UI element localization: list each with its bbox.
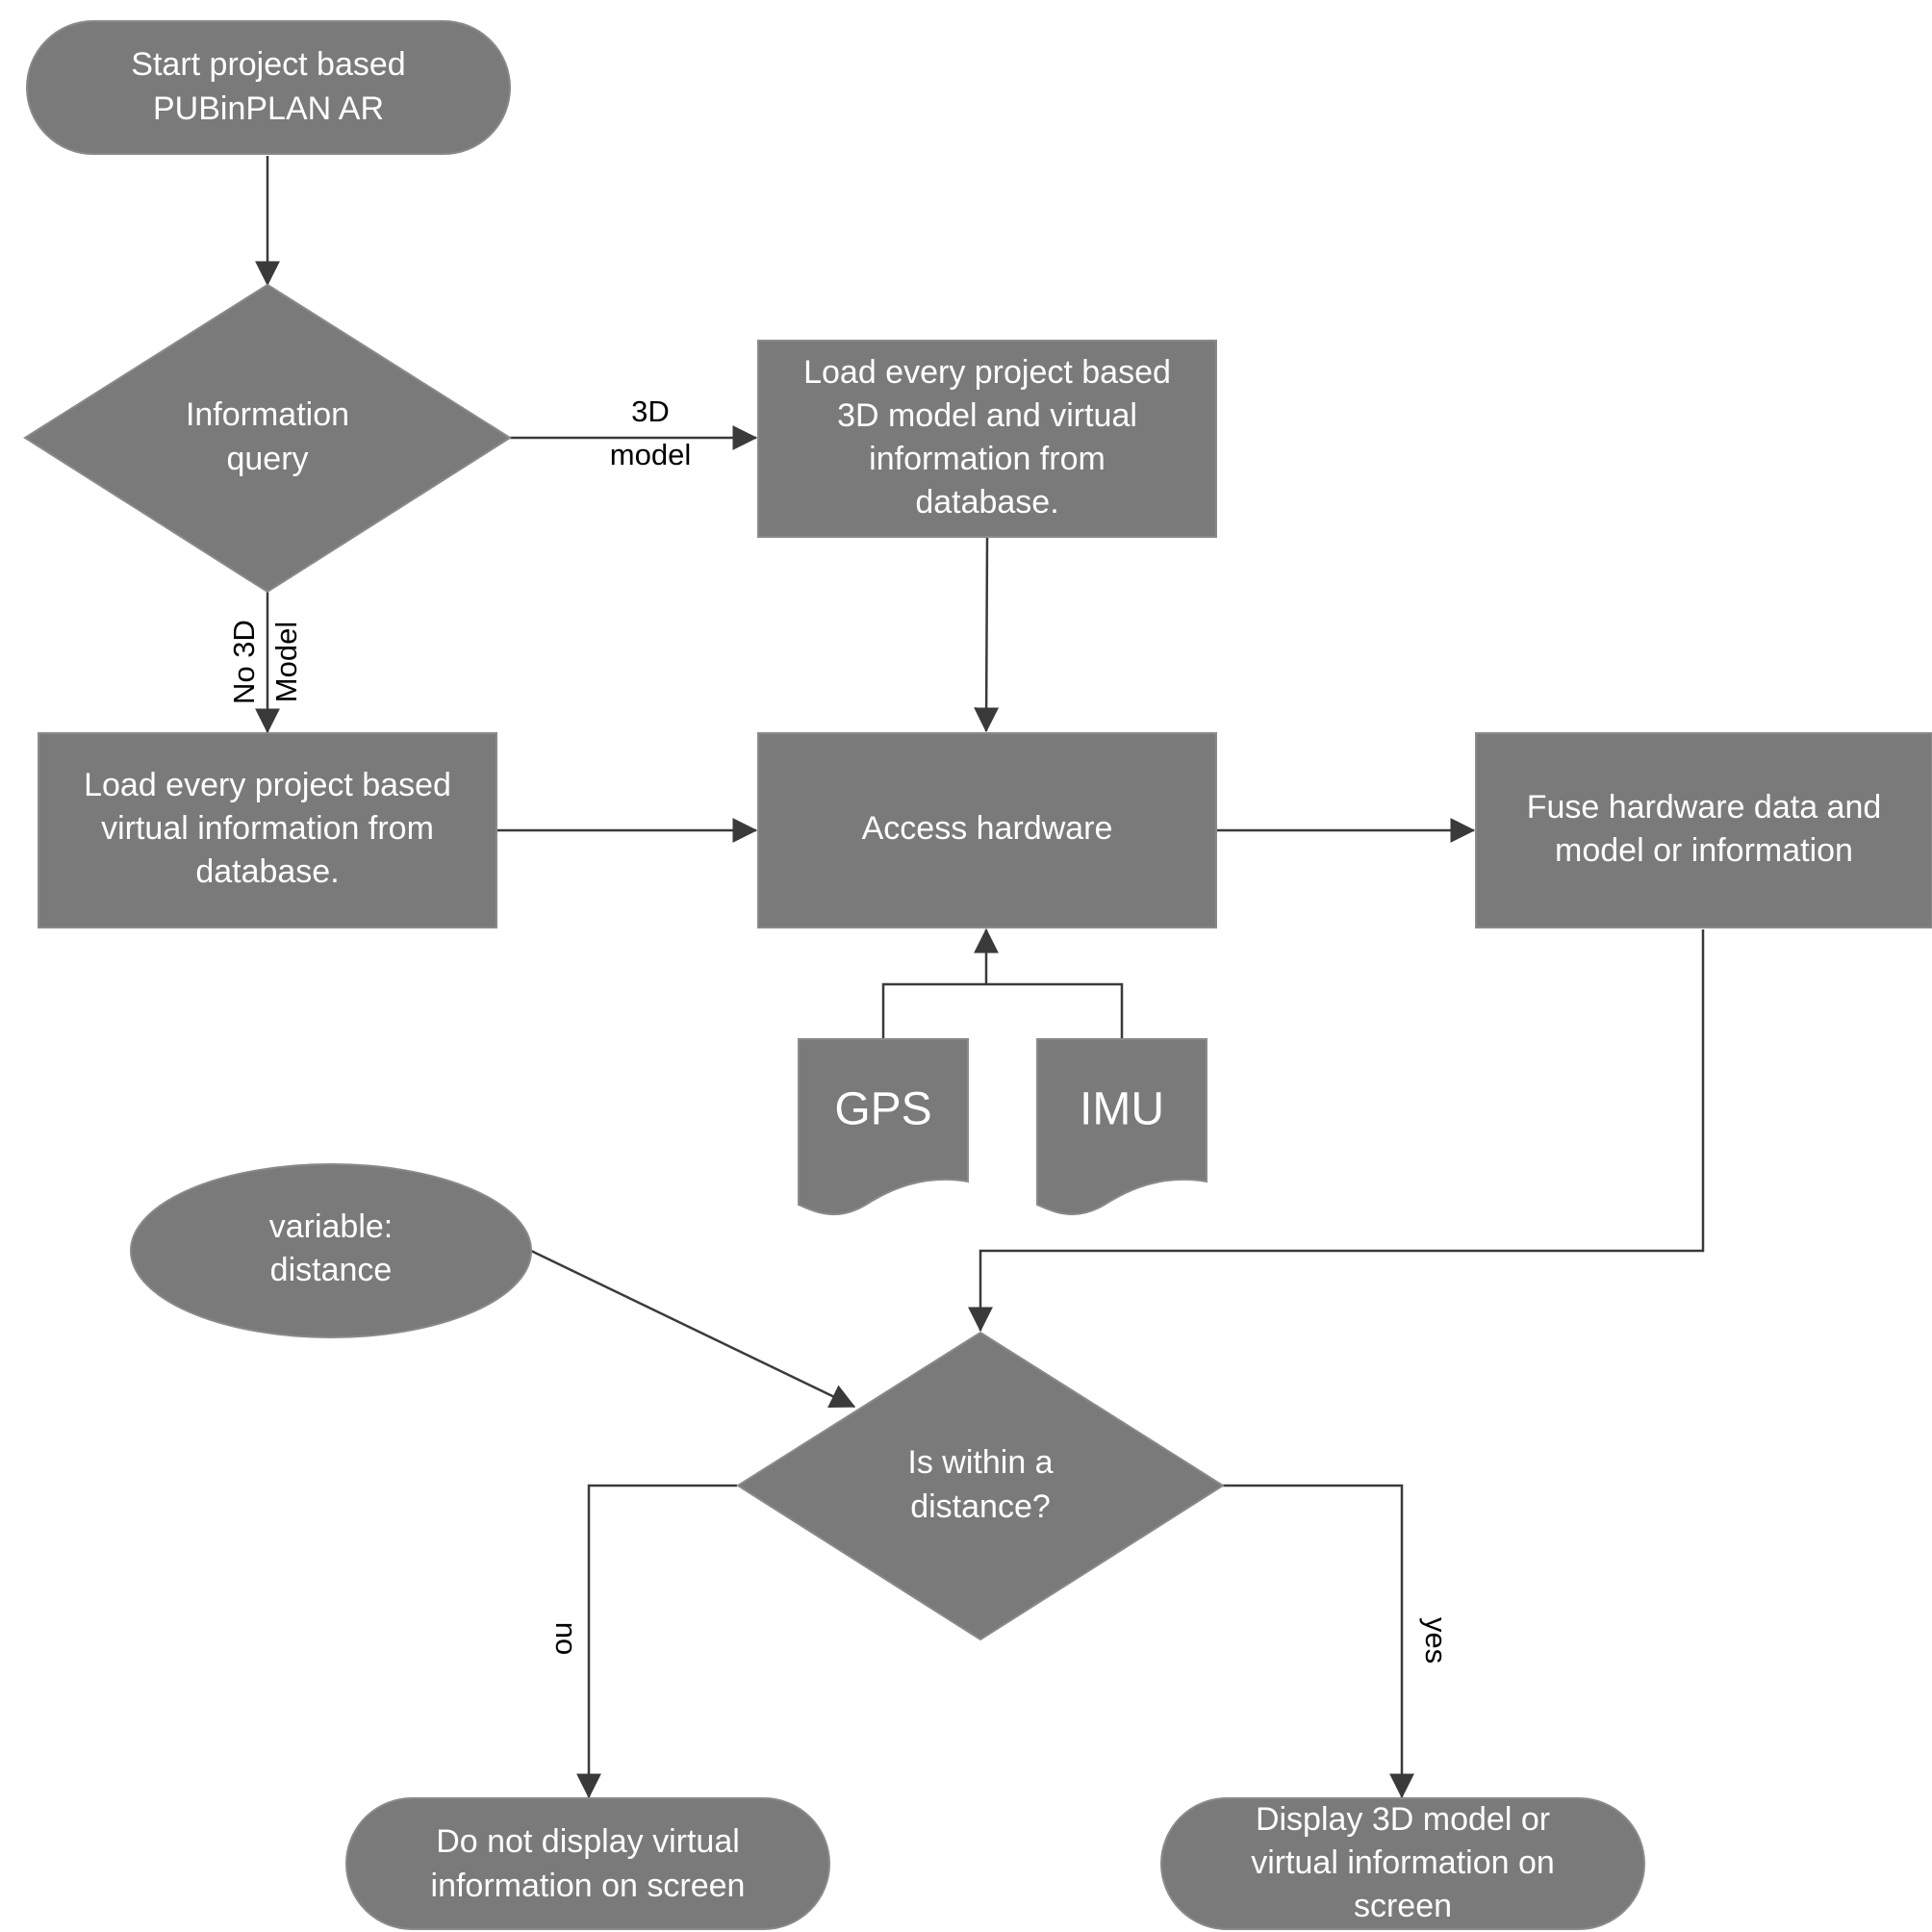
load-3d-line-4: database.	[915, 484, 1058, 521]
edge-load-3d-to-access	[974, 536, 1000, 733]
fuse-line-2: model or information	[1555, 832, 1853, 869]
label-yes: yes	[1419, 1617, 1453, 1664]
within-distance-decision: Is within a distance?	[736, 1331, 1225, 1641]
gps-document: GPS	[798, 1038, 969, 1216]
no-display-terminator: Do not display virtual information on sc…	[345, 1797, 830, 1930]
info-query-line-2: query	[226, 441, 308, 477]
label-no: no	[549, 1622, 583, 1655]
edge-variable-to-within	[530, 1249, 856, 1409]
info-query-line-1: Information	[186, 396, 349, 433]
edge-gps-imu-to-access	[881, 929, 1124, 1039]
edge-within-no	[576, 1484, 737, 1799]
start-label-line-1: Start project based	[131, 46, 405, 83]
imu-document: IMU	[1036, 1038, 1208, 1216]
variable-line-2: distance	[270, 1252, 393, 1288]
edge-within-yes	[1223, 1484, 1414, 1799]
label-3d-line-1: 3D	[631, 394, 670, 428]
load-virtual-line-3: database.	[195, 853, 339, 890]
label-no-3d-line-1: No 3D	[227, 620, 261, 704]
start-terminator: Start project based PUBinPLAN AR	[26, 20, 511, 155]
load-3d-line-1: Load every project based	[803, 354, 1171, 391]
display-line-1: Display 3D model or	[1256, 1801, 1550, 1838]
variable-line-1: variable:	[269, 1208, 394, 1245]
start-label-line-2: PUBinPLAN AR	[153, 90, 384, 127]
no-display-line-2: information on screen	[431, 1868, 746, 1904]
display-terminator: Display 3D model or virtual information …	[1160, 1797, 1645, 1930]
fuse-process: Fuse hardware data and model or informat…	[1475, 732, 1932, 928]
label-no-3d-model: No 3D Model	[227, 620, 303, 704]
access-hardware-label: Access hardware	[862, 810, 1113, 847]
load-3d-model-process: Load every project based 3D model and vi…	[757, 340, 1217, 538]
within-line-1: Is within a	[907, 1444, 1053, 1481]
gps-label: GPS	[834, 1084, 931, 1135]
no-display-line-1: Do not display virtual	[436, 1823, 740, 1860]
label-3d-line-2: model	[610, 438, 691, 471]
fuse-line-1: Fuse hardware data and	[1527, 789, 1882, 826]
variable-distance-ellipse: variable: distance	[130, 1163, 532, 1338]
information-query-decision: Information query	[23, 283, 512, 594]
within-line-2: distance?	[910, 1488, 1051, 1525]
edges	[255, 156, 1705, 1799]
access-hardware-process: Access hardware	[757, 732, 1217, 928]
edge-fuse-to-within	[968, 929, 1705, 1333]
load-virtual-info-process: Load every project based virtual informa…	[38, 732, 497, 928]
load-3d-line-3: information from	[869, 441, 1106, 477]
display-line-2: virtual information on	[1251, 1844, 1555, 1881]
label-no-3d-line-2: Model	[269, 622, 303, 702]
load-virtual-line-2: virtual information from	[101, 810, 434, 847]
display-line-3: screen	[1354, 1888, 1452, 1924]
load-virtual-line-1: Load every project based	[84, 767, 451, 803]
edge-labels: 3D model No 3D Model no yes	[227, 394, 1453, 1664]
load-3d-line-2: 3D model and virtual	[837, 397, 1137, 434]
imu-label: IMU	[1080, 1084, 1164, 1135]
